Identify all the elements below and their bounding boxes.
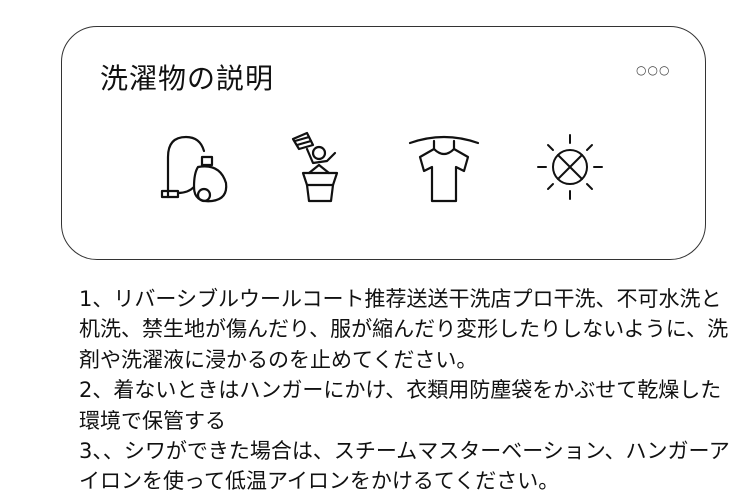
card-title: 洗濯物の説明	[100, 62, 275, 95]
instruction-2: 2、着ないときはハンガーにかけ、衣類用防塵袋をかぶせて乾燥した環境で保管する	[79, 378, 722, 433]
instruction-3: 3、、シワができた場合は、スチームマスターベーション、ハンガーアイロンを使って低…	[79, 439, 730, 494]
hanging-shirt-icon	[404, 127, 484, 207]
care-instructions: 1、リバーシブルウールコート推荐送送干洗店プロ干洗、不可水洗と机洗、禁生地が傷ん…	[79, 284, 739, 497]
more-dots-icon[interactable]: ○○○	[636, 63, 671, 77]
vacuum-cleaner-icon	[154, 127, 234, 207]
person-in-tub-icon	[279, 127, 359, 207]
instruction-1: 1、リバーシブルウールコート推荐送送干洗店プロ干洗、不可水洗と机洗、禁生地が傷ん…	[79, 287, 729, 372]
no-sun-drying-icon	[530, 127, 610, 207]
laundry-info-card: 洗濯物の説明 ○○○	[61, 26, 706, 260]
